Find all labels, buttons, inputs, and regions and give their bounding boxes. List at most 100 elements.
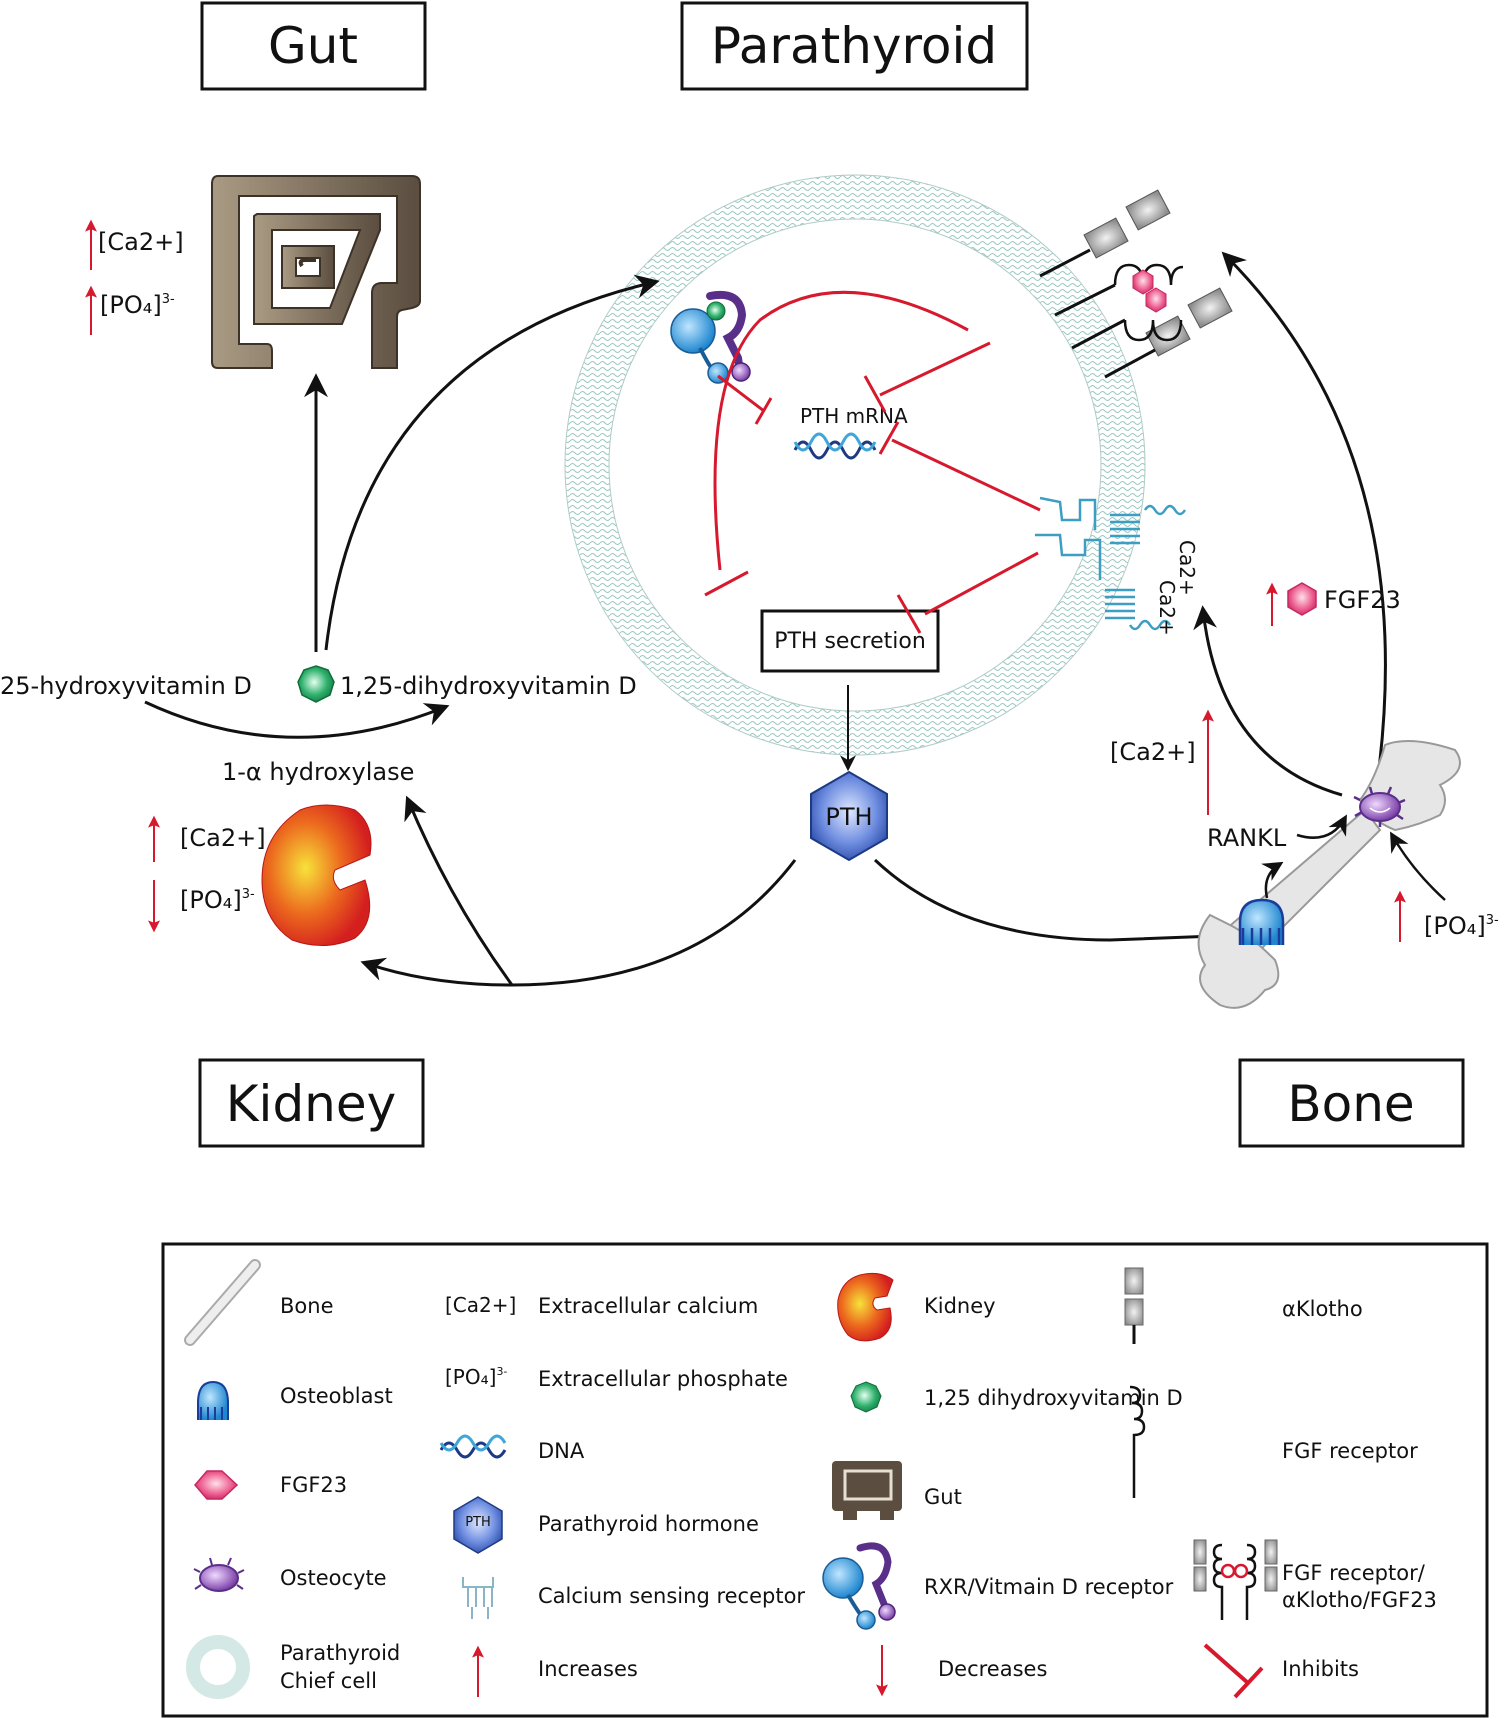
- fgf-receptor-klotho-complex: [1039, 189, 1233, 379]
- legend-item-fgf23: FGF23: [194, 1470, 347, 1500]
- legend-item-aklotho: αKlotho: [1124, 1267, 1363, 1344]
- legend: Bone Osteoblast FGF23 Osteocyte Parathyr…: [161, 1242, 1489, 1718]
- bone-title-box: Bone: [1238, 1058, 1465, 1148]
- gut-po4-label: [PO₄]: [100, 291, 162, 319]
- kidney-ca-increase: [Ca2+]: [148, 815, 266, 862]
- kidney-icon: [261, 804, 372, 947]
- inhibition-lines: [704, 290, 1041, 634]
- rankl-label: RANKL: [1207, 824, 1287, 852]
- fgf23-label: FGF23: [1324, 586, 1401, 614]
- arrow-pth-to-kidney: [360, 859, 797, 987]
- gut-title-box: Gut: [200, 1, 427, 91]
- arrow-bone-to-casr: [1193, 605, 1343, 797]
- svg-text:1,25 dihydroxyvitamin D: 1,25 dihydroxyvitamin D: [924, 1386, 1183, 1410]
- svg-text:Parathyroid hormone: Parathyroid hormone: [538, 1512, 759, 1536]
- legend-item-calcium: [Ca2+] Extracellular calcium: [445, 1293, 758, 1318]
- arrow-rankl-to-osteocyte: [1296, 814, 1347, 839]
- vitamin-d-icon: [297, 665, 335, 703]
- svg-text:Calcium sensing receptor: Calcium sensing receptor: [538, 1584, 805, 1608]
- svg-text:[PO₄]3-: [PO₄]3-: [445, 1365, 507, 1389]
- svg-text:Decreases: Decreases: [938, 1657, 1047, 1681]
- legend-item-osteoblast: Osteoblast: [197, 1380, 393, 1420]
- inhibit-casr-to-secretion: [924, 551, 1039, 616]
- inhibit-casr-to-mrna: [891, 438, 1041, 512]
- arrow-pth-to-osteoblast: [873, 858, 1247, 948]
- svg-text:Extracellular phosphate: Extracellular phosphate: [538, 1367, 788, 1391]
- bone-ca-increase: [Ca2+]: [1110, 709, 1214, 815]
- vitd-active-label: 1,25-dihydroxyvitamin D: [340, 672, 637, 700]
- legend-item-gut: Gut: [832, 1461, 962, 1520]
- pth-secretion-box: PTH secretion: [760, 609, 940, 673]
- fgf23-increase: FGF23: [1266, 582, 1401, 626]
- pth-mrna-label: PTH mRNA: [800, 404, 908, 428]
- legend-item-kidney: Kidney: [837, 1272, 996, 1342]
- svg-text:Chief cell: Chief cell: [280, 1669, 377, 1693]
- kidney-po4-decrease: [PO₄]3-: [148, 880, 255, 933]
- legend-item-complex: FGF receptor/ αKlotho/FGF23: [1193, 1539, 1437, 1620]
- svg-text:FGF receptor: FGF receptor: [1282, 1439, 1418, 1463]
- legend-item-pth: PTH Parathyroid hormone: [453, 1496, 759, 1554]
- kidney-ca-label: [Ca2+]: [180, 824, 266, 852]
- svg-text:Parathyroid: Parathyroid: [280, 1641, 400, 1665]
- inhibit-fgf-to-secretion: [713, 290, 969, 571]
- svg-text:PTH: PTH: [465, 1515, 491, 1530]
- svg-text:FGF receptor/: FGF receptor/: [1282, 1561, 1426, 1585]
- legend-item-decreases: Decreases: [876, 1645, 1047, 1697]
- inhibit-bar: [754, 397, 773, 425]
- parathyroid-chief-cell: [564, 174, 1146, 756]
- svg-text:αKlotho: αKlotho: [1282, 1297, 1363, 1321]
- inhibit-bar: [878, 421, 900, 455]
- gut-ca-increase: [Ca2+]: [85, 219, 184, 270]
- svg-text:[PO₄]3-: [PO₄]3-: [1424, 912, 1499, 940]
- svg-text:Inhibits: Inhibits: [1282, 1657, 1359, 1681]
- arrow-osteoblast-to-rankl: [1261, 861, 1284, 899]
- legend-item-increases: Increases: [472, 1645, 638, 1697]
- parathyroid-title: Parathyroid: [711, 17, 997, 75]
- svg-text:Osteocyte: Osteocyte: [280, 1566, 387, 1590]
- kidney-title-box: Kidney: [198, 1058, 425, 1148]
- fgf23-icon: [1287, 582, 1317, 616]
- parathyroid-title-box: Parathyroid: [680, 1, 1029, 91]
- dna-icon: [793, 432, 877, 460]
- bone-ca-label: [Ca2+]: [1110, 738, 1196, 766]
- bone-po4-increase: [PO₄]3-: [1394, 890, 1499, 942]
- arrow-po4-to-osteocyte: [1390, 831, 1446, 901]
- gut-title: Gut: [268, 17, 358, 75]
- osteocyte-icon: [1353, 786, 1406, 827]
- rxr-vdr-icon: [670, 290, 751, 384]
- inhibit-bar: [863, 375, 887, 413]
- legend-item-phosphate: [PO₄]3- Extracellular phosphate: [445, 1365, 788, 1391]
- kidney-title: Kidney: [226, 1075, 396, 1133]
- svg-text:Extracellular calcium: Extracellular calcium: [538, 1294, 758, 1318]
- pth-label: PTH: [825, 803, 872, 831]
- bone-po4-label: [PO₄]: [1424, 912, 1486, 940]
- gut-po4-increase: [PO₄]3-: [85, 285, 175, 335]
- casr-ion-2: Ca2+: [1155, 580, 1179, 636]
- legend-item-inhibits: Inhibits: [1203, 1643, 1359, 1699]
- inhibit-bar: [704, 570, 749, 597]
- svg-text:[PO₄]3-: [PO₄]3-: [180, 886, 255, 914]
- arrow-pth-to-hydroxylase: [404, 795, 514, 986]
- legend-item-fgf-receptor: FGF receptor: [1129, 1385, 1418, 1498]
- svg-text:Gut: Gut: [924, 1485, 962, 1509]
- osteoblast-icon: [1238, 898, 1285, 945]
- casr-icon: [1035, 496, 1187, 631]
- legend-item-dna: DNA: [439, 1434, 585, 1463]
- svg-text:[PO₄]3-: [PO₄]3-: [100, 291, 175, 319]
- gut-ca-label: [Ca2+]: [98, 228, 184, 256]
- svg-text:RXR/Vitmain D receptor: RXR/Vitmain D receptor: [924, 1575, 1174, 1599]
- arrow-vitd-to-parathyroid: [324, 274, 660, 651]
- svg-text:Increases: Increases: [538, 1657, 638, 1681]
- svg-text:Osteoblast: Osteoblast: [280, 1384, 393, 1408]
- svg-text:Bone: Bone: [280, 1294, 333, 1318]
- svg-text:Kidney: Kidney: [924, 1294, 996, 1318]
- arrow-osteocyte-to-fgf-complex: [1221, 251, 1387, 778]
- svg-text:FGF23: FGF23: [280, 1473, 347, 1497]
- enzyme-label: 1-α hydroxylase: [222, 758, 414, 786]
- kidney-po4-label: [PO₄]: [180, 886, 242, 914]
- svg-text:DNA: DNA: [538, 1439, 585, 1463]
- fgf23-icon: [1132, 269, 1154, 295]
- legend-item-casr: Calcium sensing receptor: [462, 1577, 805, 1619]
- fgf23-icon: [1145, 287, 1167, 313]
